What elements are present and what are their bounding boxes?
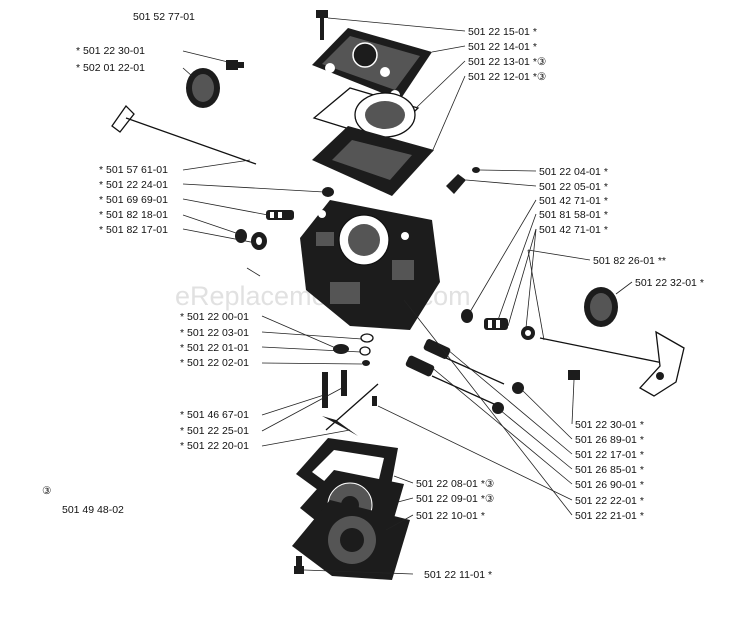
needle-seat-parts [333,333,374,366]
part-label: 501 22 17-01 * [575,449,644,461]
part-label: 501 22 12-01 *③ [468,71,547,83]
note-number: 501 49 48-02 [62,504,124,516]
part-label: 501 22 32-01 * [635,277,704,289]
part-label: 501 22 22-01 * [575,495,644,507]
part-label: 501 22 13-01 *③ [468,56,547,68]
part-label: 501 81 58-01 * [539,209,608,221]
part-label: * 501 22 20-01 [180,440,249,452]
part-label: * 501 22 02-01 [180,357,249,369]
idle-screw-part [226,60,244,70]
check-ball-parts [446,167,480,194]
leader-lines [182,17,633,575]
throttle-plate-part [584,287,618,327]
needle-pins [322,370,347,408]
part-label: * 501 69 69-01 [99,194,168,206]
part-label: * 501 82 18-01 [99,209,168,221]
part-label: 501 22 08-01 *③ [416,478,495,490]
part-label: 501 22 10-01 * [416,510,485,522]
part-label: 501 22 14-01 * [468,41,537,53]
part-label: 501 22 04-01 * [539,166,608,178]
bottom-screw-part [294,556,304,574]
part-label: * 501 57 61-01 [99,164,168,176]
adjusting-needles-part [405,339,524,414]
part-label: * 501 46 67-01 [180,409,249,421]
part-label: * 501 22 03-01 [180,327,249,339]
part-label: 501 22 30-01 * [575,419,644,431]
part-label: * 501 22 24-01 [99,179,168,191]
assembly-number: 501 52 77-01 [133,11,195,23]
note-symbol: ③ [42,485,52,497]
part-label: * 501 22 30-01 [76,45,145,57]
part-label: * 502 01 22-01 [76,62,145,74]
part-label: 501 22 21-01 * [575,510,644,522]
parts-drawing [111,10,685,580]
throttle-screw-part [568,370,580,380]
part-label: 501 42 71-01 * [539,224,608,236]
carburetor-body-part [300,200,440,330]
small-spring-part [266,210,294,220]
part-label: 501 22 09-01 *③ [416,493,495,505]
part-label: 501 42 71-01 * [539,195,608,207]
part-label: 501 26 90-01 * [575,479,644,491]
dust-cap-part [186,68,220,108]
part-label: 501 26 89-01 * [575,434,644,446]
cover-screw-part [316,10,328,40]
pump-gasket-part [312,126,434,196]
part-label: * 501 22 00-01 [180,311,249,323]
choke-shaft-part [111,104,257,165]
part-label: * 501 22 01-01 [180,342,249,354]
part-labels: * 501 22 30-01 * 502 01 22-01 * 501 57 6… [76,26,704,581]
inlet-lever-part [322,383,379,436]
part-label: 501 22 15-01 * [468,26,537,38]
part-label: 501 82 26-01 ** [593,255,666,267]
part-label: * 501 82 17-01 [99,224,168,236]
metering-cover-part [292,500,410,580]
part-label: 501 26 85-01 * [575,464,644,476]
throttle-shaft-part [539,330,685,397]
pump-cover-part [312,28,432,100]
part-label: 501 22 05-01 * [539,181,608,193]
mixture-spring-parts [461,309,535,340]
part-label: * 501 22 25-01 [180,425,249,437]
part-label: 501 22 11-01 * [424,569,492,581]
ball-part [322,187,334,197]
